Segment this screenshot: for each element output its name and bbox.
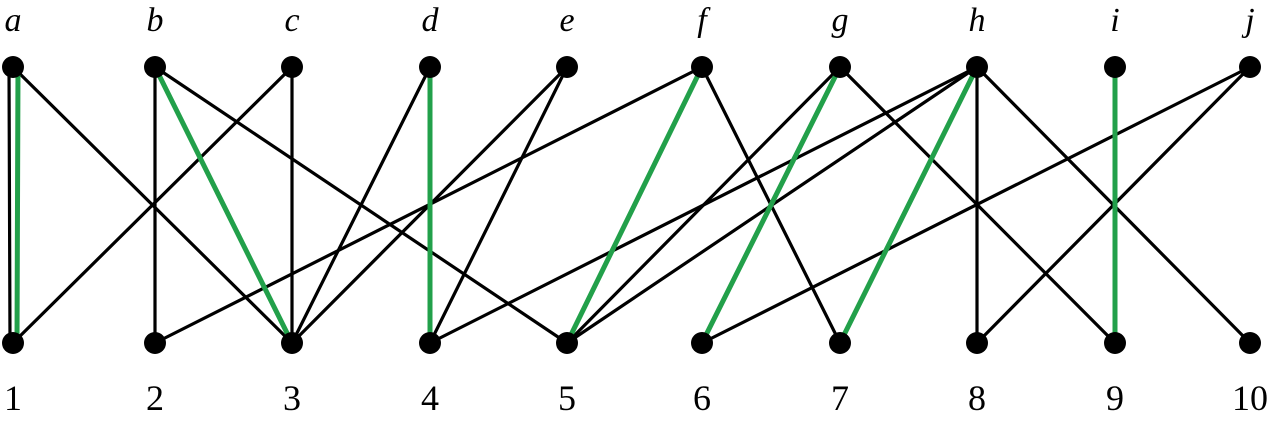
top-node-f[interactable] [691, 56, 713, 78]
top-label-i: i [1110, 2, 1120, 39]
bottom-node-10[interactable] [1239, 332, 1261, 354]
bottom-node-2[interactable] [144, 332, 166, 354]
top-label-d: d [421, 2, 439, 39]
top-node-group [2, 56, 1261, 78]
graph-edge [700, 65, 1252, 345]
bottom-node-5[interactable] [556, 332, 578, 354]
bottom-node-4[interactable] [419, 332, 441, 354]
top-label-c: c [284, 2, 300, 39]
top-label-j: j [1245, 2, 1255, 39]
top-label-e: e [559, 2, 575, 39]
graph-edge [428, 65, 569, 345]
top-label-a: a [4, 2, 22, 39]
top-node-e[interactable] [556, 56, 578, 78]
top-node-a[interactable] [2, 56, 24, 78]
top-label-g: g [831, 2, 849, 39]
bottom-label-7: 7 [831, 378, 849, 418]
bottom-label-4: 4 [421, 378, 439, 418]
bottom-label-3: 3 [283, 378, 301, 418]
bottom-label-6: 6 [693, 378, 711, 418]
graph-edge [290, 65, 432, 345]
matched-edge [14, 64, 21, 346]
unmatched-edge-group [7, 65, 1252, 345]
bottom-node-group [2, 332, 1261, 354]
top-label-b: b [146, 2, 164, 39]
bottom-node-6[interactable] [691, 332, 713, 354]
matched-edge [699, 64, 843, 346]
top-label-h: h [968, 2, 986, 39]
top-node-b[interactable] [144, 56, 166, 78]
bottom-label-5: 5 [558, 378, 576, 418]
bottom-node-3[interactable] [281, 332, 303, 354]
graph-edge [7, 65, 12, 345]
bottom-node-1[interactable] [2, 332, 24, 354]
top-node-c[interactable] [281, 56, 303, 78]
top-node-j[interactable] [1239, 56, 1261, 78]
bottom-label-1: 1 [4, 378, 22, 418]
bottom-node-7[interactable] [829, 332, 851, 354]
bottom-label-8: 8 [968, 378, 986, 418]
bottom-label-2: 2 [146, 378, 164, 418]
graph-edge [428, 65, 979, 345]
bottom-node-9[interactable] [1104, 332, 1126, 354]
graph-edge [11, 65, 294, 345]
matched-edge [564, 64, 705, 346]
top-node-g[interactable] [829, 56, 851, 78]
top-node-h[interactable] [966, 56, 988, 78]
matched-edge [837, 64, 980, 346]
top-node-d[interactable] [419, 56, 441, 78]
top-label-f: f [697, 2, 707, 39]
matched-edge [152, 64, 295, 346]
bottom-node-8[interactable] [966, 332, 988, 354]
bottom-label-9: 9 [1106, 378, 1124, 418]
matched-edge-group [14, 64, 1118, 346]
top-node-i[interactable] [1104, 56, 1126, 78]
bottom-label-10: 10 [1232, 378, 1268, 418]
